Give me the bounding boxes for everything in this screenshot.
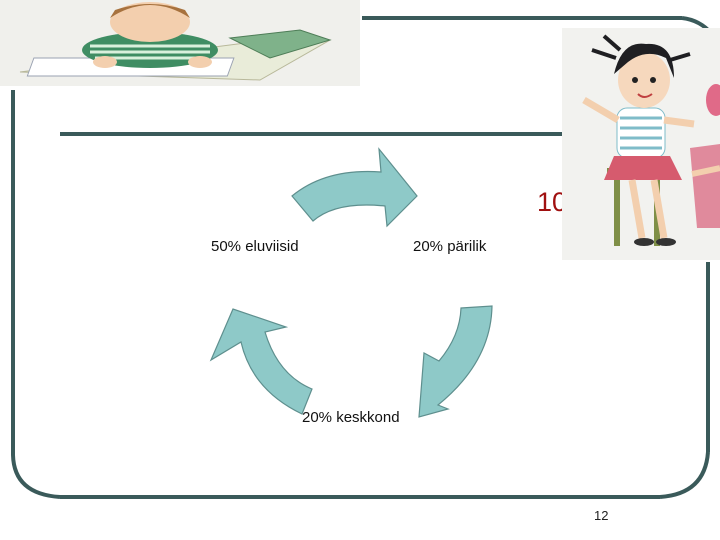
label-heredity: 20% pärilik (413, 238, 486, 255)
cycle-arrow-right (419, 306, 492, 417)
page-number: 12 (594, 508, 608, 523)
girls-talking-icon (562, 28, 720, 260)
boy-reading-icon (0, 0, 360, 86)
label-lifestyle: 50% eluviisid (211, 238, 299, 255)
cycle-arrow-left (211, 309, 312, 414)
frame-bottom-right-curve (660, 452, 708, 497)
frame-bottom-left-curve (13, 455, 60, 497)
cycle-arrow-top (292, 149, 417, 226)
label-environment: 20% keskkond (302, 409, 400, 426)
